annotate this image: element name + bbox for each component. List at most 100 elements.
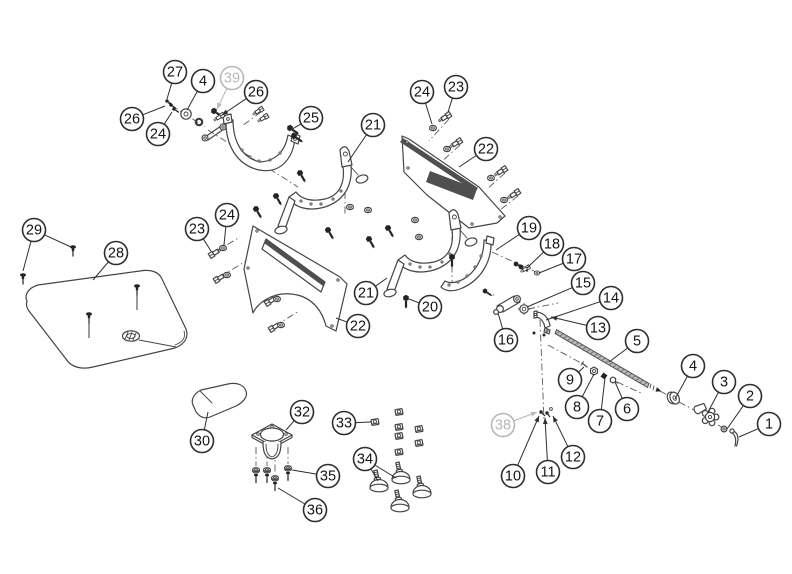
callout-29: 29 xyxy=(21,217,47,243)
side-panel-upper xyxy=(400,135,506,229)
callout-13: 13 xyxy=(585,315,611,341)
svg-text:11: 11 xyxy=(540,465,555,481)
svg-text:5: 5 xyxy=(633,334,641,350)
svg-text:34: 34 xyxy=(357,452,373,468)
svg-text:14: 14 xyxy=(603,291,619,307)
svg-text:25: 25 xyxy=(303,111,319,127)
svg-text:12: 12 xyxy=(565,450,581,466)
callout-7: 7 xyxy=(587,408,613,434)
svg-text:20: 20 xyxy=(422,300,438,316)
callout-11: 11 xyxy=(535,459,561,485)
star-knob xyxy=(693,402,720,427)
table-screws xyxy=(19,244,141,338)
svg-text:26: 26 xyxy=(248,85,264,101)
side-panel-lower xyxy=(243,225,348,332)
callout-25: 25 xyxy=(298,105,324,131)
callout-16: 16 xyxy=(493,327,519,353)
svg-text:21: 21 xyxy=(358,286,374,302)
callout-12: 12 xyxy=(560,444,586,470)
svg-text:9: 9 xyxy=(566,373,574,389)
callout-4: 4 xyxy=(190,68,216,94)
svg-text:7: 7 xyxy=(596,414,604,430)
pivot-link xyxy=(493,295,521,316)
callout-2: 2 xyxy=(737,383,763,409)
callout-4: 4 xyxy=(680,353,706,379)
callout-15: 15 xyxy=(570,270,596,296)
callout-21: 21 xyxy=(360,112,386,138)
callout-5: 5 xyxy=(624,328,650,354)
svg-text:27: 27 xyxy=(167,65,183,81)
svg-text:35: 35 xyxy=(320,469,336,485)
callout-26: 26 xyxy=(243,79,269,105)
svg-text:29: 29 xyxy=(26,223,42,239)
callout-28: 28 xyxy=(103,240,129,266)
svg-text:24: 24 xyxy=(414,85,430,101)
clamp-shoe xyxy=(532,310,551,337)
socket-washers-screws xyxy=(252,465,292,493)
svg-text:30: 30 xyxy=(194,434,210,450)
svg-text:36: 36 xyxy=(307,503,323,519)
svg-text:18: 18 xyxy=(544,237,560,253)
callout-22: 22 xyxy=(345,313,371,339)
svg-text:22: 22 xyxy=(350,319,366,335)
callout-38: 38 xyxy=(490,412,516,438)
flange-collar xyxy=(517,302,531,316)
callout-21: 21 xyxy=(353,280,379,306)
svg-text:10: 10 xyxy=(505,469,521,485)
svg-text:24: 24 xyxy=(219,208,235,224)
curved-segment-upper xyxy=(222,113,301,172)
svg-text:17: 17 xyxy=(566,252,582,268)
hairpin-cotter xyxy=(729,428,739,447)
leveling-feet xyxy=(369,461,432,513)
svg-text:23: 23 xyxy=(189,222,205,238)
callout-23: 23 xyxy=(443,74,469,100)
svg-text:23: 23 xyxy=(448,80,464,96)
threaded-rod xyxy=(554,328,662,392)
svg-text:28: 28 xyxy=(108,246,124,262)
svg-text:26: 26 xyxy=(124,112,140,128)
svg-text:15: 15 xyxy=(575,276,591,292)
callout-23: 23 xyxy=(184,216,210,242)
callout-26: 26 xyxy=(119,106,145,132)
svg-text:19: 19 xyxy=(521,221,537,237)
svg-text:2: 2 xyxy=(746,389,754,405)
callout-3: 3 xyxy=(711,369,737,395)
callout-19: 19 xyxy=(516,215,542,241)
callout-22: 22 xyxy=(473,136,499,162)
flat-washer xyxy=(720,425,728,433)
callout-9: 9 xyxy=(557,367,583,393)
callout-32: 32 xyxy=(289,399,315,425)
callout-1: 1 xyxy=(756,411,782,437)
callout-33: 33 xyxy=(331,410,357,436)
svg-text:6: 6 xyxy=(623,402,631,418)
callout-24: 24 xyxy=(145,121,171,147)
svg-text:3: 3 xyxy=(720,375,728,391)
callout-24: 24 xyxy=(214,202,240,228)
svg-text:4: 4 xyxy=(689,359,697,375)
svg-text:22: 22 xyxy=(478,142,494,158)
svg-text:13: 13 xyxy=(590,321,606,337)
curved-segment-center xyxy=(440,235,495,292)
svg-text:39: 39 xyxy=(224,71,240,87)
callout-24: 24 xyxy=(409,79,435,105)
callout-14: 14 xyxy=(598,285,624,311)
svg-text:8: 8 xyxy=(573,400,581,416)
callout-18: 18 xyxy=(539,231,565,257)
hardware-cluster xyxy=(539,407,553,418)
callout-39: 39 xyxy=(219,65,245,91)
caster-socket xyxy=(251,423,293,460)
table-pad xyxy=(191,382,248,419)
callout-35: 35 xyxy=(315,463,341,489)
callout-6: 6 xyxy=(614,396,640,422)
square-nuts xyxy=(370,407,424,457)
trunnion-bracket-upper xyxy=(273,146,370,236)
callout-27: 27 xyxy=(162,59,188,85)
tabletop xyxy=(19,244,188,369)
svg-text:16: 16 xyxy=(498,333,514,349)
svg-text:21: 21 xyxy=(365,118,381,134)
callout-30: 30 xyxy=(189,428,215,454)
pivot-lever xyxy=(180,108,227,142)
svg-text:33: 33 xyxy=(336,416,352,432)
